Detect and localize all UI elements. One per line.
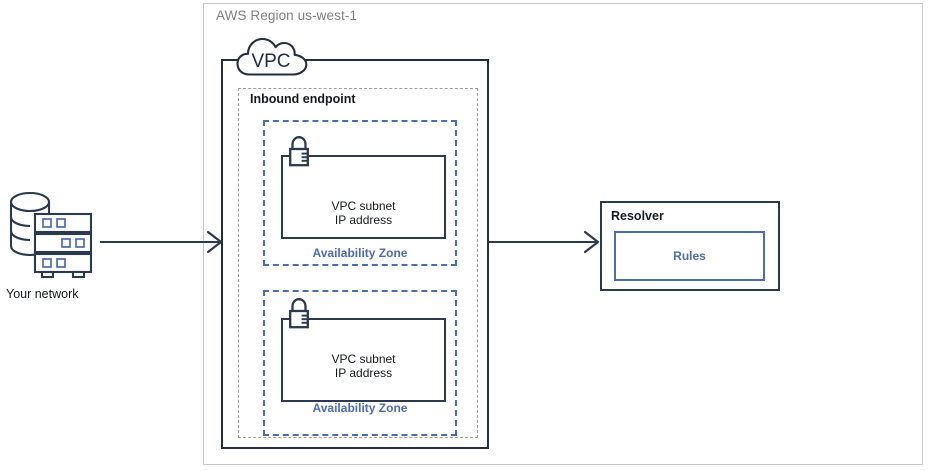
vpc-cloud-icon: VPC: [236, 33, 308, 79]
inbound-endpoint-label: Inbound endpoint: [250, 92, 356, 106]
aws-region-label: AWS Region us-west-1: [216, 8, 358, 23]
resolver-rules-box: [614, 231, 765, 281]
svg-text:VPC: VPC: [251, 51, 290, 72]
vpc-to-resolver-arrow: [489, 230, 600, 254]
availability-zone-1-label: Availability Zone: [312, 246, 408, 260]
resolver-label: Resolver: [611, 209, 664, 223]
vpc-subnet-1-line2: IP address: [334, 213, 393, 227]
vpc-subnet-2-line2: IP address: [334, 366, 393, 380]
vpc-subnet-2-line1: VPC subnet: [331, 352, 396, 366]
vpc-subnet-1-text: VPC subnet IP address: [281, 199, 446, 227]
network-to-vpc-arrow: [100, 230, 223, 254]
vpc-subnet-1-box: [281, 155, 446, 239]
lock-icon: [286, 297, 312, 333]
your-network-label: Your network: [6, 287, 79, 301]
resolver-rules-label: Rules: [673, 249, 706, 263]
vpc-subnet-2-text: VPC subnet IP address: [281, 352, 446, 380]
vpc-subnet-2-box: [281, 318, 446, 402]
corporate-data-center-icon: [8, 188, 104, 280]
lock-icon: [286, 135, 312, 171]
vpc-subnet-1-line1: VPC subnet: [331, 199, 396, 213]
availability-zone-2-label: Availability Zone: [312, 401, 408, 415]
